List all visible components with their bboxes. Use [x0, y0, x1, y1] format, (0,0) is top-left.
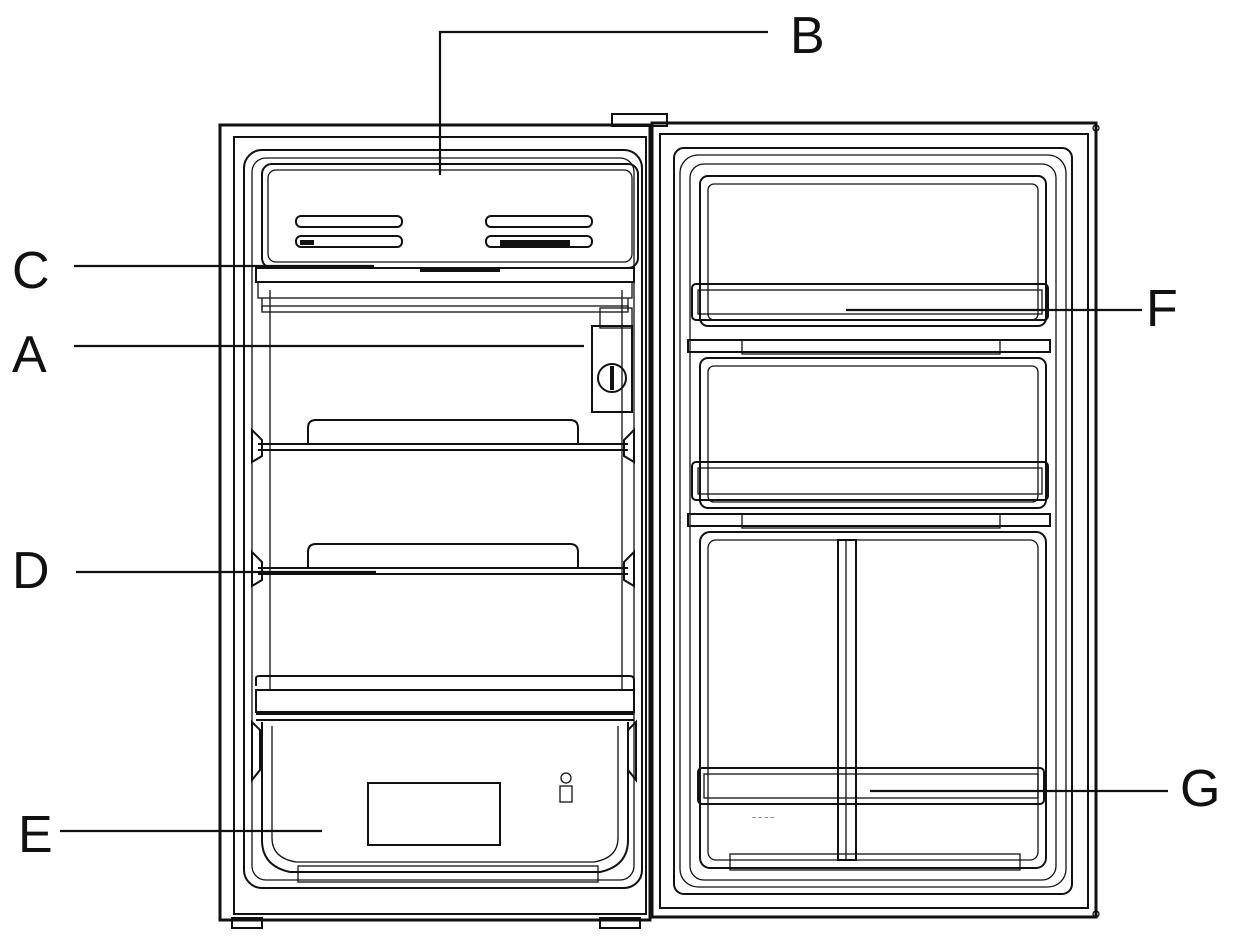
- callout-b: B: [790, 7, 825, 65]
- cabinet: [218, 113, 668, 929]
- callout-e: E: [18, 806, 53, 864]
- callout-f: F: [1146, 280, 1178, 338]
- thermostat: [591, 307, 633, 413]
- leader-lines: [60, 30, 1168, 833]
- foot-right: [599, 917, 641, 929]
- bin-small-print: ~ ~ ~ ~: [752, 815, 774, 822]
- drawer-label-panel: [367, 782, 501, 846]
- door-bin-middle: [687, 357, 1051, 529]
- callout-c: C: [12, 242, 50, 300]
- door-bin-bottom: ~ ~ ~ ~: [697, 531, 1047, 871]
- door-bin-upper: [687, 175, 1051, 355]
- callout-d: D: [12, 542, 50, 600]
- drip-tray: [255, 267, 635, 313]
- crisper-drawer: [251, 675, 637, 883]
- callout-labels: B C A D E F G: [12, 7, 1220, 864]
- recycle-mark: [559, 772, 573, 803]
- callout-a: A: [12, 326, 47, 384]
- freezer-compartment: [261, 163, 639, 269]
- top-hinge: [611, 113, 668, 127]
- shelf-lower: [251, 543, 635, 588]
- door: [650, 121, 1100, 919]
- foot-left: [231, 917, 263, 929]
- callout-g: G: [1180, 760, 1220, 818]
- leader-b: [438, 30, 768, 175]
- shelf-upper: [251, 419, 635, 464]
